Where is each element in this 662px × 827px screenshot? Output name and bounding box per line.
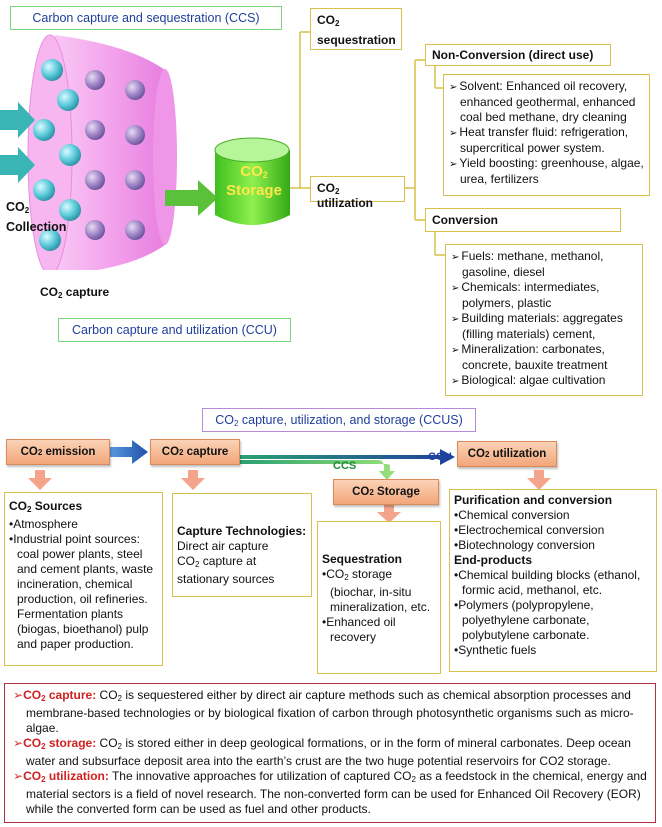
note-keyword: CO2 utilization: [23,769,109,784]
tree-connectors [290,31,445,256]
note-text: CO [96,688,118,702]
conversion-item: Building materials: aggregates (filling … [451,311,637,342]
end-product-item: Polymers (polypropylene, polyethylene ca… [454,598,652,643]
capture-cylinder-end [153,69,177,245]
note-item: CO2 storage: CO2 is stored either in dee… [13,736,647,769]
conversion-box: Conversion [425,208,621,232]
co2-utilization-box: CO2 utilization [310,176,405,210]
note-text: as a feedstock in the chemical, energy a… [26,769,647,816]
nonconversion-item: Heat transfer fluid: refrigeration, supe… [449,125,644,156]
conversion-method-item: Chemical conversion [454,508,652,523]
note-item: CO2 utilization: The innovative approach… [13,769,647,817]
ccu-arrow-label: CCU [428,451,452,463]
conversion-method-item: Electrochemical conversion [454,523,652,538]
end-product-item: Synthetic fuels [454,643,652,658]
nonconversion-item: Solvent: Enhanced oil recovery, enhanced… [449,79,644,125]
conversion-method-item: Biotechnology conversion [454,538,652,553]
sequestration-box: Sequestration CO2 storage (biochar, in-s… [317,521,441,674]
end-product-item: Chemical building blocks (ethanol, formi… [454,568,652,598]
note-text: is stored either in deep geological form… [26,736,631,768]
ccs-arrow-label: CCS [333,460,357,472]
conversion-item: Mineralization: carbonates, concrete, ba… [451,342,637,373]
note-item: CO2 capture: CO2 is sequestered either b… [13,688,647,736]
flow-arrows [28,440,551,523]
nonconversion-item: Yield boosting: greenhouse, algae, urea,… [449,156,644,187]
note-text: The innovative approaches for utilizatio… [108,769,412,783]
conversion-item: Chemicals: intermediates, polymers, plas… [451,280,637,311]
capture-illustration [0,34,290,270]
ccs-tag: Carbon capture and sequestration (CCS) [10,6,282,30]
utilization-details-box: Purification and conversion Chemical con… [449,489,657,672]
note-keyword: CO2 storage: [23,736,97,751]
co2-capture-label: CO2 capture [40,285,110,300]
note-keyword: CO2 capture: [23,688,97,703]
notes-box: CO2 capture: CO2 is sequestered either b… [4,683,656,823]
nonconversion-list: Solvent: Enhanced oil recovery, enhanced… [443,74,650,196]
ccu-tag: Carbon capture and utilization (CCU) [58,318,291,342]
co2-sources-box: CO2 Sources Atmosphere Industrial point … [4,492,163,666]
conversion-item: Fuels: methane, methanol, gasoline, dies… [451,249,637,280]
note-text: CO [96,736,118,750]
note-text: is sequestered either by direct air capt… [26,688,634,735]
ccus-tag: CO2 capture, utilization, and storage (C… [202,408,476,432]
nonconversion-box: Non-Conversion (direct use) [425,44,611,66]
conversion-list: Fuels: methane, methanol, gasoline, dies… [445,244,643,396]
conversion-item: Biological: algae cultivation [451,373,637,389]
capture-technologies-box: Capture Technologies: Direct air capture… [172,493,312,597]
